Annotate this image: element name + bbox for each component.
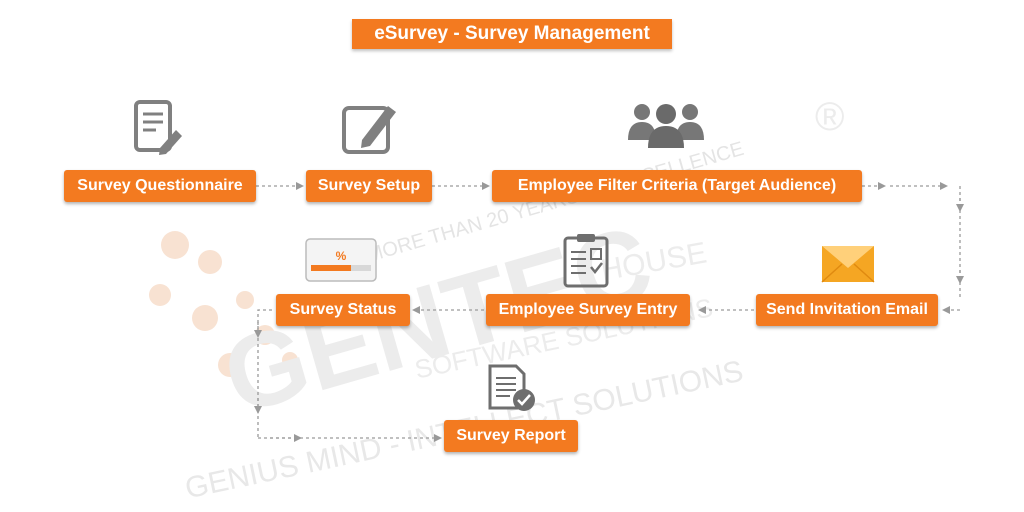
node-send-invitation-email: Send Invitation Email: [756, 294, 938, 326]
node-survey-setup: Survey Setup: [306, 170, 432, 202]
watermark-line-top: MORE THAN 20 YEARS OF EXCELLENCE: [364, 138, 747, 267]
users-group-icon: [628, 104, 704, 148]
node-employee-filter-criteria: Employee Filter Criteria (Target Audienc…: [492, 170, 862, 202]
node-survey-status: Survey Status: [276, 294, 410, 326]
node-survey-questionnaire: Survey Questionnaire: [64, 170, 256, 202]
node-survey-report: Survey Report: [444, 420, 578, 452]
status-progress-icon: %: [305, 238, 377, 282]
edit-icon: [342, 106, 396, 154]
questionnaire-icon: [134, 100, 182, 155]
report-document-icon: [488, 364, 535, 411]
clipboard-checklist-icon: [563, 234, 609, 288]
envelope-icon: [821, 246, 875, 283]
status-percent-label: %: [336, 249, 347, 263]
watermark-line-house: HOUSE: [598, 236, 709, 287]
page-title: eSurvey - Survey Management: [352, 19, 672, 49]
connector-status-down: [257, 309, 272, 438]
node-employee-survey-entry: Employee Survey Entry: [486, 294, 690, 326]
watermark-registered: ®: [815, 95, 844, 139]
